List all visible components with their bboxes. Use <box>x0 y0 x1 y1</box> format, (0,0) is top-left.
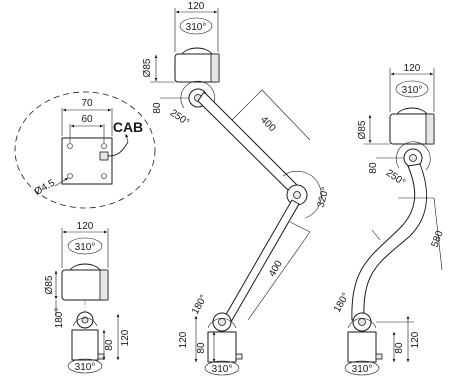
right-flex-arm: 580 <box>430 229 446 249</box>
right-base-rotation: 310° <box>352 364 373 375</box>
plate-width-inner: 60 <box>81 114 93 125</box>
left-lamp <box>54 228 120 374</box>
lamp-base <box>71 329 99 361</box>
base-rotation-marker <box>67 358 103 374</box>
detail-circle <box>14 91 156 209</box>
left-head-diameter: Ø85 <box>44 275 55 294</box>
left-base-rotation: 310° <box>75 362 96 373</box>
center-mount-height: 120 <box>178 331 189 348</box>
center-base-tilt: 180° <box>190 293 210 316</box>
mount-hole <box>67 143 73 149</box>
right-lamp <box>344 68 443 376</box>
rotation-marker <box>395 80 429 98</box>
head-tilt-arc <box>180 80 216 111</box>
right-head-diameter: Ø85 <box>357 120 368 139</box>
left-base-height: 80 <box>104 339 115 351</box>
mount-hole <box>67 173 73 179</box>
upper-arm <box>197 91 301 196</box>
plate-width-outer: 70 <box>81 98 93 109</box>
left-head-rotation: 310° <box>75 242 96 253</box>
center-head-tilt: 250° <box>168 108 191 129</box>
right-base-tilt: 180° <box>332 291 352 314</box>
rotation-marker <box>179 17 213 35</box>
center-elbow-angle: 320° <box>316 186 332 209</box>
elbow-arc <box>282 170 322 219</box>
mount-plate <box>61 137 113 185</box>
right-head-offset: 80 <box>368 162 379 174</box>
cable-leader <box>125 133 129 143</box>
center-head-offset: 80 <box>152 102 163 114</box>
base-tilt-arc <box>207 318 237 329</box>
center-head-rotation: 310° <box>186 22 207 33</box>
mount-hole <box>101 173 107 179</box>
right-head-rotation: 310° <box>402 85 423 96</box>
right-head-tilt: 250° <box>384 168 407 189</box>
left-tilt: 180° <box>54 308 65 329</box>
right-base-height: 80 <box>394 342 405 354</box>
lamp-base <box>207 331 237 363</box>
base-rotation-marker <box>344 360 380 376</box>
center-base-rotation: 310° <box>212 364 233 375</box>
cable <box>107 141 129 157</box>
lamp-base <box>347 331 377 363</box>
center-head-width: 120 <box>188 1 205 12</box>
center-base-height: 80 <box>196 342 207 354</box>
center-upper-arm: 400 <box>258 114 278 134</box>
center-head-diameter: Ø85 <box>142 58 153 77</box>
left-mount-height: 120 <box>120 329 131 346</box>
right-head-width: 120 <box>404 63 421 74</box>
center-lamp <box>150 8 322 376</box>
mount-plate-detail <box>14 91 156 209</box>
right-mount-height: 120 <box>410 331 421 348</box>
hole-leader <box>54 177 69 187</box>
hole-diameter: Ø4.5 <box>33 177 58 198</box>
flex-arm <box>351 163 428 321</box>
mount-hole <box>101 143 107 149</box>
cable-label: CAB <box>113 119 143 135</box>
cable-gland <box>99 151 109 161</box>
tilt-arc <box>72 317 98 327</box>
rotation-marker <box>67 237 103 255</box>
base-tilt-arc <box>347 318 377 329</box>
lower-arm <box>223 199 300 323</box>
left-head-width: 120 <box>77 221 94 232</box>
center-lower-arm: 400 <box>267 258 285 278</box>
base-rotation-marker <box>204 360 240 376</box>
head-tilt-arc <box>395 141 431 171</box>
